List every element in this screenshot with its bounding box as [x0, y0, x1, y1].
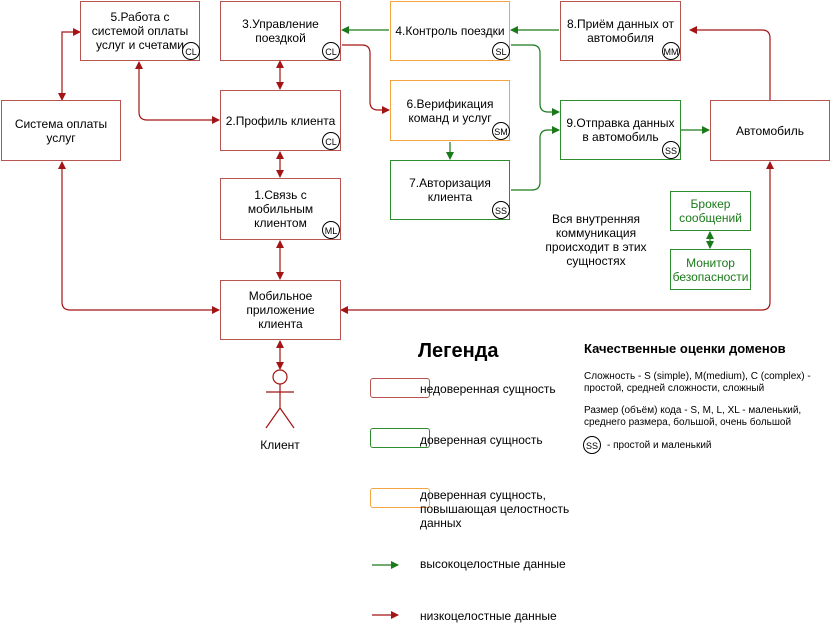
client-actor-label: Клиент: [260, 438, 300, 452]
complexity-badge: CL: [322, 132, 340, 150]
internal-communication-note: Вся внутренняя коммуникация происходит в…: [545, 212, 647, 268]
node-label: 9.Отправка данных в автомобиль: [566, 116, 675, 144]
complexity-badge: SM: [492, 122, 510, 140]
edge-n5-payment: [58, 28, 81, 101]
node-vehicle: Автомобиль: [710, 100, 830, 161]
legend-trusted-integrity-swatch: [370, 488, 430, 508]
legend-title: Легенда: [418, 340, 499, 362]
node-label: Автомобиль: [736, 123, 804, 138]
node-client-profile: 2.Профиль клиента CL: [220, 90, 341, 151]
node-label: 3.Управление поездкой: [242, 17, 319, 45]
complexity-badge: SL: [492, 42, 510, 60]
edge-n5-n2: [135, 61, 220, 124]
legend-trusted-swatch: [370, 428, 430, 448]
node-command-verification: 6.Верификация команд и услуг SM: [390, 80, 510, 141]
legend-low-integrity-label: низкоцелостные данные: [420, 609, 557, 623]
legend-untrusted-swatch: [370, 378, 430, 398]
node-message-broker: Брокер сообщений: [670, 191, 751, 231]
node-security-monitor: Монитор безопасности: [670, 249, 751, 290]
node-label: Брокер сообщений: [679, 197, 742, 225]
complexity-badge: SS: [492, 201, 510, 219]
quality-complexity-text: Сложность - S (simple), M(medium), C (co…: [584, 371, 811, 394]
edge-n7-n9: [511, 126, 560, 191]
edge-payment-mobile: [58, 161, 220, 314]
node-label: 8.Приём данных от автомобиля: [566, 17, 675, 45]
quality-title: Качественные оценки доменов: [584, 341, 786, 356]
edge-mobile-car: [340, 161, 774, 314]
legend-high-integrity-label: высокоцелостные данные: [420, 557, 566, 571]
complexity-badge: CL: [182, 42, 200, 60]
node-payment-system: Система оплаты услуг: [1, 100, 121, 161]
node-label: 1.Связь с мобильным клиентом: [247, 188, 314, 230]
legend-untrusted-label: недоверенная сущность: [420, 382, 556, 396]
node-label: Монитор безопасности: [672, 255, 749, 284]
node-label: 5.Работа с системой оплаты услуг и счета…: [91, 10, 189, 52]
node-vehicle-data-sender: 9.Отправка данных в автомобиль SS: [560, 100, 681, 160]
quality-example-badge: SS: [583, 436, 601, 454]
node-trip-management: 3.Управление поездкой CL: [220, 1, 341, 61]
quality-example-text: - простой и маленький: [607, 440, 712, 451]
node-payment-integration: 5.Работа с системой оплаты услуг и счета…: [80, 1, 200, 61]
node-client-authorization: 7.Авторизация клиента SS: [390, 160, 510, 220]
legend-trusted-label: доверенная сущность: [420, 433, 543, 447]
node-mobile-connection: 1.Связь с мобильным клиентом ML: [220, 178, 341, 240]
complexity-badge: MM: [662, 42, 680, 60]
edge-n4-n9: [511, 44, 560, 116]
node-label: Мобильное приложение клиента: [246, 289, 315, 331]
client-actor-icon: [265, 369, 295, 429]
complexity-badge: SS: [662, 141, 680, 159]
legend-trusted-integrity-label: доверенная сущность, повышающая целостно…: [420, 488, 570, 530]
node-label: 6.Верификация команд и услуг: [406, 96, 494, 125]
node-mobile-app: Мобильное приложение клиента: [220, 280, 341, 340]
quality-size-text: Размер (объём) кода - S, M, L, XL - мале…: [584, 405, 802, 428]
node-label: 2.Профиль клиента: [225, 113, 336, 128]
node-label: 7.Авторизация клиента: [409, 176, 491, 204]
node-vehicle-data-receiver: 8.Приём данных от автомобиля MM: [560, 1, 681, 61]
complexity-badge: ML: [322, 221, 340, 239]
complexity-badge: CL: [322, 42, 340, 60]
node-label: 4.Контроль поездки: [395, 24, 505, 38]
node-label: Система оплаты услуг: [14, 116, 108, 145]
node-trip-control: 4.Контроль поездки SL: [390, 1, 510, 61]
edge-n3-n6: [342, 44, 390, 114]
edge-car-n8: [689, 26, 771, 100]
